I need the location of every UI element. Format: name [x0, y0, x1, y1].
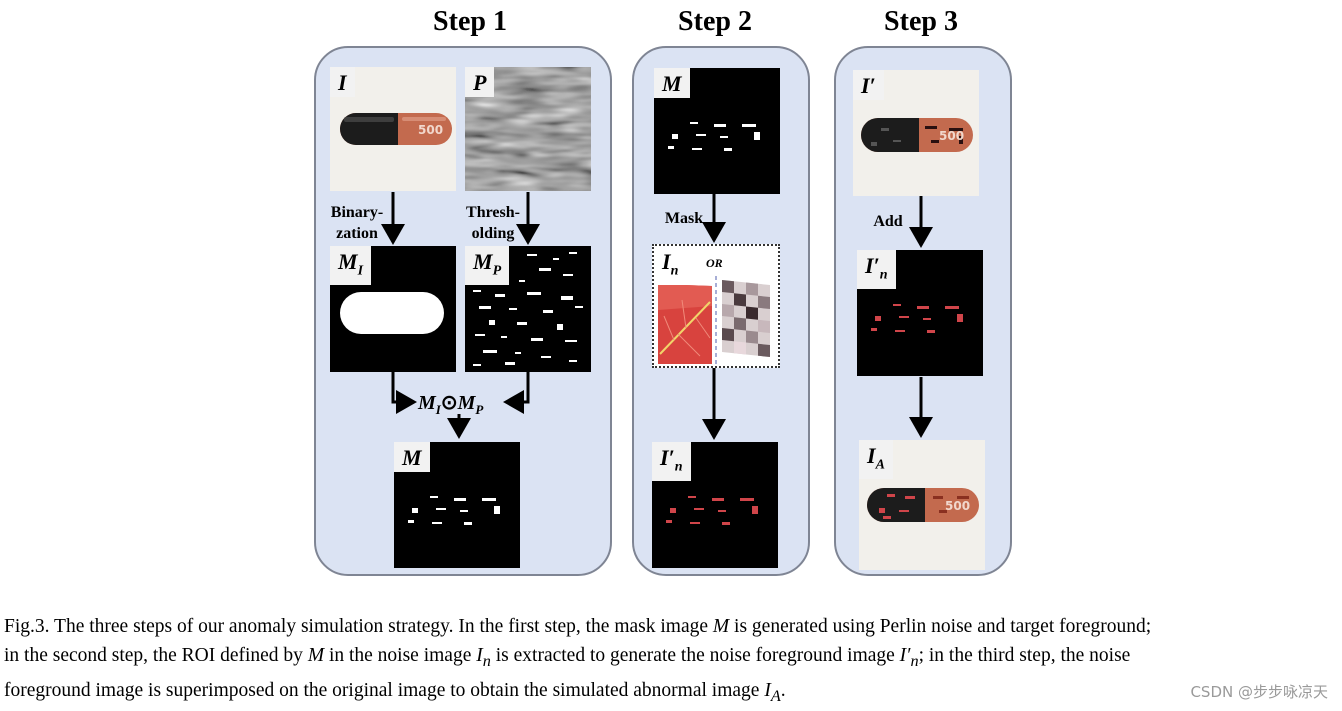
label-i: I [330, 67, 355, 97]
caption-line-2: in the second step, the ROI defined by M… [4, 645, 1131, 670]
step3-title: Step 3 [884, 6, 958, 37]
label-p: P [465, 67, 495, 97]
caption-line-1: Fig.3. The three steps of our anomaly si… [4, 616, 1152, 637]
label-inp-step2: I′n [652, 442, 691, 482]
label-ia: IA [859, 440, 893, 480]
watermark: CSDN @步步咏凉天 [1190, 683, 1328, 701]
simulated-abnormal-image-ia: 500 IA [859, 440, 985, 570]
noise-image-in: In OR [652, 244, 780, 368]
thresholding-label: Thresh-olding [466, 204, 520, 242]
mask-label: Mask [664, 210, 704, 227]
label-i-prime: I′ [853, 70, 884, 100]
label-mi: MI [330, 246, 372, 286]
mask-image-m: M [394, 442, 520, 568]
step2-mask-image-m: M [654, 68, 780, 194]
binarization-label: Binary-zation [330, 204, 384, 242]
label-inp-step3: I′n [857, 250, 896, 290]
add-label: Add [873, 213, 903, 230]
step1-title: Step 1 [433, 6, 507, 37]
capsule-print-prime: 500 [939, 129, 964, 143]
product-formula: MI⊙MP [418, 392, 484, 417]
figure-caption: Fig.3. The three steps of our anomaly si… [4, 612, 1338, 711]
noise-foreground-image-step3: I′n [857, 250, 983, 376]
perlin-noise-image-p: P [465, 67, 591, 191]
noise-foreground-image-step2: I′n [652, 442, 778, 568]
capsule-image-i: 500 I [330, 67, 456, 191]
foreground-mask-mi: MI [330, 246, 456, 372]
capsule-print-ia: 500 [945, 499, 970, 513]
noise-foreground-drawing-step2 [652, 442, 778, 568]
abnormal-capsule-drawing: 500 [859, 440, 985, 570]
step2-title: Step 2 [678, 6, 752, 37]
capsule-image-i-prime: 500 I′ [853, 70, 979, 196]
caption-line-3: foreground image is superimposed on the … [4, 679, 786, 705]
capsule-drawing: 500 [330, 67, 456, 191]
perlin-mask-mp: MP [465, 246, 591, 372]
capsule-print: 500 [418, 123, 443, 137]
label-step2-m: M [654, 68, 690, 98]
label-m: M [394, 442, 430, 472]
label-mp: MP [465, 246, 510, 286]
noise-image-drawing [654, 246, 778, 366]
label-in: In [654, 246, 687, 286]
or-label: OR [706, 256, 723, 270]
